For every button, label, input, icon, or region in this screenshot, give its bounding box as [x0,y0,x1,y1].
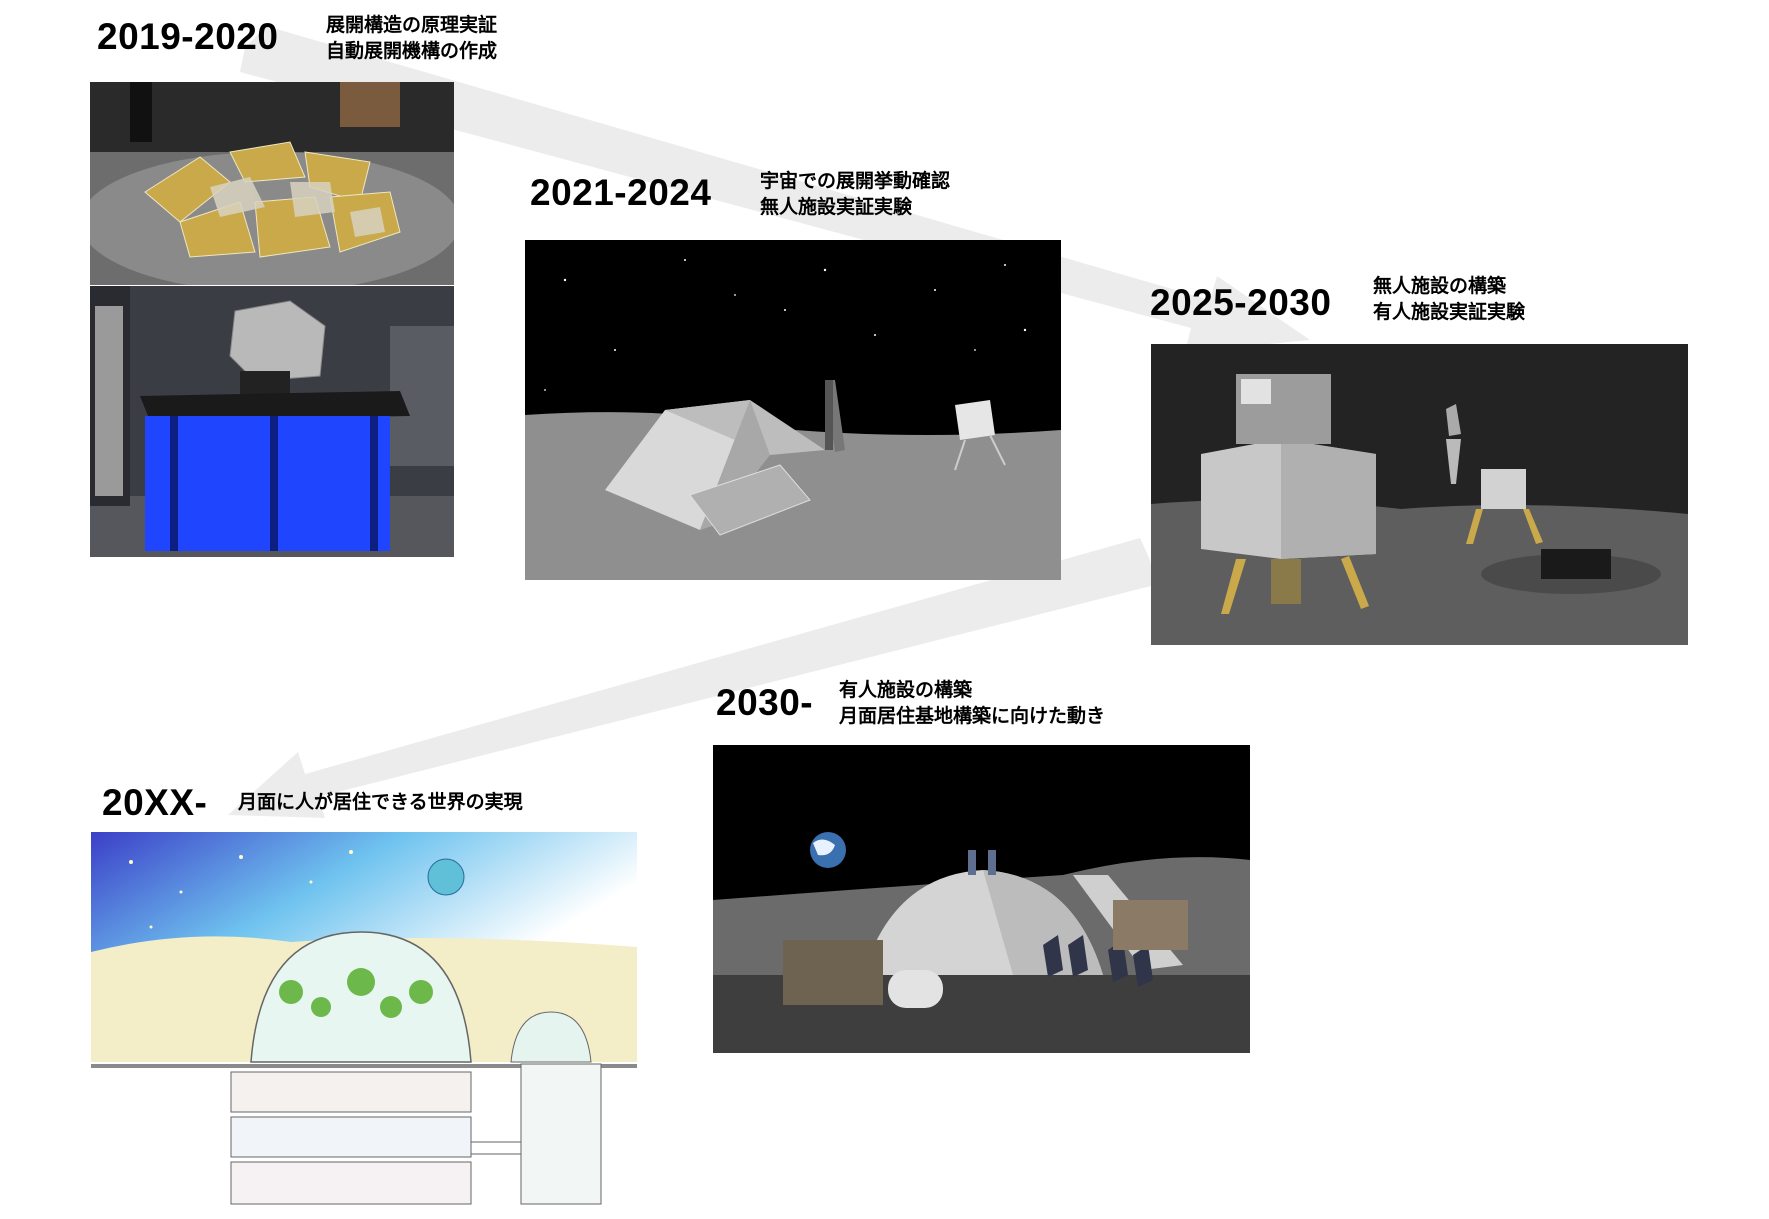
stage-3-period: 2025-2030 [1150,282,1332,323]
blue-display-booth-photo [90,286,454,557]
stage-3-line-1: 無人施設の構築 [1373,275,1507,297]
arrow-bottom [228,538,1155,818]
stage-2-line-2: 無人施設実証実験 [760,196,913,218]
stage-2-description: 宇宙での展開挙動確認 無人施設実証実験 [760,168,950,220]
unmanned-lunar-shelter-render [525,240,1061,580]
stage-4-description: 有人施設の構築 月面居住基地構築に向けた動き [839,677,1105,729]
stage-4-line-2: 月面居住基地構築に向けた動き [839,705,1106,727]
stage-4-line-1: 有人施設の構築 [839,679,973,701]
origami-gold-model-photo [90,82,454,285]
stage-4-period: 2030- [716,682,814,723]
stage-2-period: 2021-2024 [530,172,712,213]
lunar-lander-habitat-render [1151,344,1688,645]
stage-3-description: 無人施設の構築 有人施設実証実験 [1373,273,1525,325]
stage-1-description: 展開構造の原理実証 自動展開機構の作成 [326,12,497,64]
stage-3-line-2: 有人施設実証実験 [1373,301,1526,323]
stage-2-line-1: 宇宙での展開挙動確認 [760,170,951,192]
stage-1-line-1: 展開構造の原理実証 [326,14,498,36]
future-lunar-city-illustration [91,832,637,1210]
stage-1-period: 2019-2020 [97,16,279,57]
manned-dome-base-render [713,745,1250,1053]
stage-5-period: 20XX- [102,782,208,823]
stage-5-line-1: 月面に人が居住できる世界の実現 [238,791,523,813]
stage-5-description: 月面に人が居住できる世界の実現 [238,789,523,815]
stage-1-line-2: 自動展開機構の作成 [326,40,498,62]
